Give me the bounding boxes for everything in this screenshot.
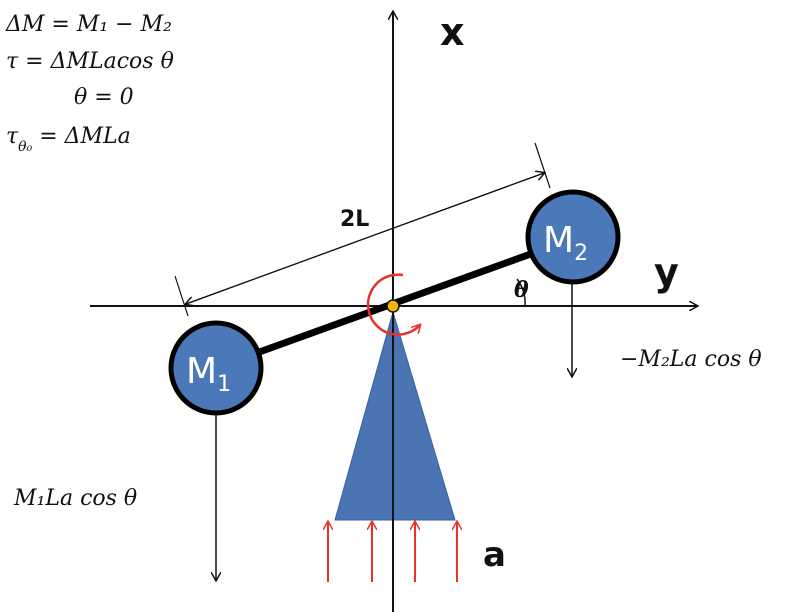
- m2-torque-label: −M₂La cos θ: [620, 347, 762, 372]
- equation-delta-m: ΔM = M₁ − M₂: [5, 12, 172, 37]
- mass-m1-circle: [168, 320, 264, 416]
- x-axis-label: x: [440, 10, 465, 54]
- mass-m1-label: M1: [186, 351, 231, 397]
- mass-m1: M1: [168, 320, 264, 416]
- rotation-arrow: [366, 273, 420, 336]
- y-axis-label: y: [654, 250, 679, 294]
- support-force-arrows: [328, 522, 457, 582]
- support-label: a: [483, 535, 506, 575]
- angle-label: θ: [514, 277, 529, 303]
- dimension-tick-left: [174, 275, 189, 317]
- mass-m2-label: M2: [543, 220, 588, 266]
- length-label: 2L: [340, 207, 369, 232]
- mass-m2-circle: [525, 189, 621, 285]
- m1-torque-label: M₁La cos θ: [13, 486, 137, 511]
- equation-torque: τ = ΔMLacos θ: [6, 49, 174, 74]
- mass-m2: M2: [525, 189, 621, 285]
- support-triangle: [334, 310, 456, 521]
- angle-arc: [516, 278, 526, 307]
- dimension-line-to-left: [186, 172, 545, 304]
- pivot-point: [386, 299, 400, 313]
- dimension-tick-right: [534, 142, 551, 189]
- equation-torque-theta0: τθ₀ = ΔMLa: [6, 124, 131, 155]
- equation-theta-zero: θ = 0: [74, 85, 134, 110]
- equations-block: ΔM = M₁ − M₂ τ = ΔMLacos θ θ = 0 τθ₀ = Δ…: [5, 12, 174, 155]
